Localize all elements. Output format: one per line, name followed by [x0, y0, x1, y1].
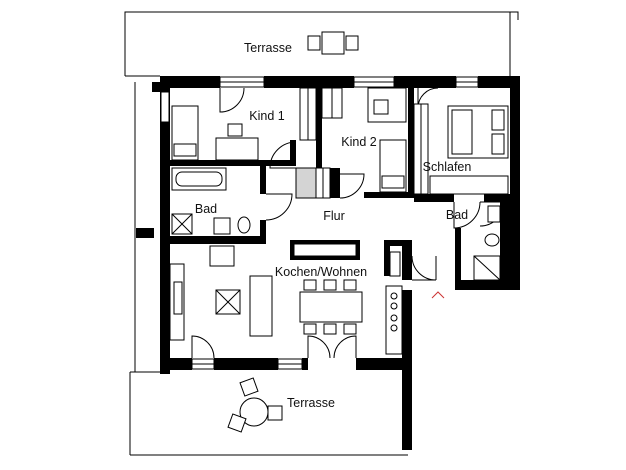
label-bad-right: Bad [445, 208, 469, 222]
schlafen-furniture [413, 103, 509, 195]
label-terrace-bottom: Terrasse [287, 396, 335, 410]
kind1-furniture [171, 87, 317, 161]
kind2-furniture [315, 87, 407, 199]
terrace-bottom-outline [129, 82, 408, 456]
label-terrace-top: Terrasse [244, 41, 292, 55]
terrace-top-furniture [307, 31, 359, 55]
exterior-walls [136, 76, 520, 450]
label-flur: Flur [323, 209, 345, 223]
bad-left-furniture [171, 167, 251, 235]
label-kochen-wohnen: Kochen/Wohnen [274, 265, 368, 279]
terrace-bottom-furniture [227, 377, 283, 433]
living-furniture [169, 240, 403, 355]
label-kind2: Kind 2 [341, 135, 377, 149]
label-kind1: Kind 1 [249, 109, 285, 123]
terrace-top-outline [124, 11, 519, 77]
bad-right-furniture [473, 205, 501, 281]
interior-walls [170, 88, 510, 290]
entrance-marker [431, 291, 445, 299]
windows [160, 76, 479, 370]
hall-storage [295, 167, 317, 199]
label-bad-left: Bad [194, 202, 218, 216]
label-schlafen: Schlafen [422, 160, 472, 174]
